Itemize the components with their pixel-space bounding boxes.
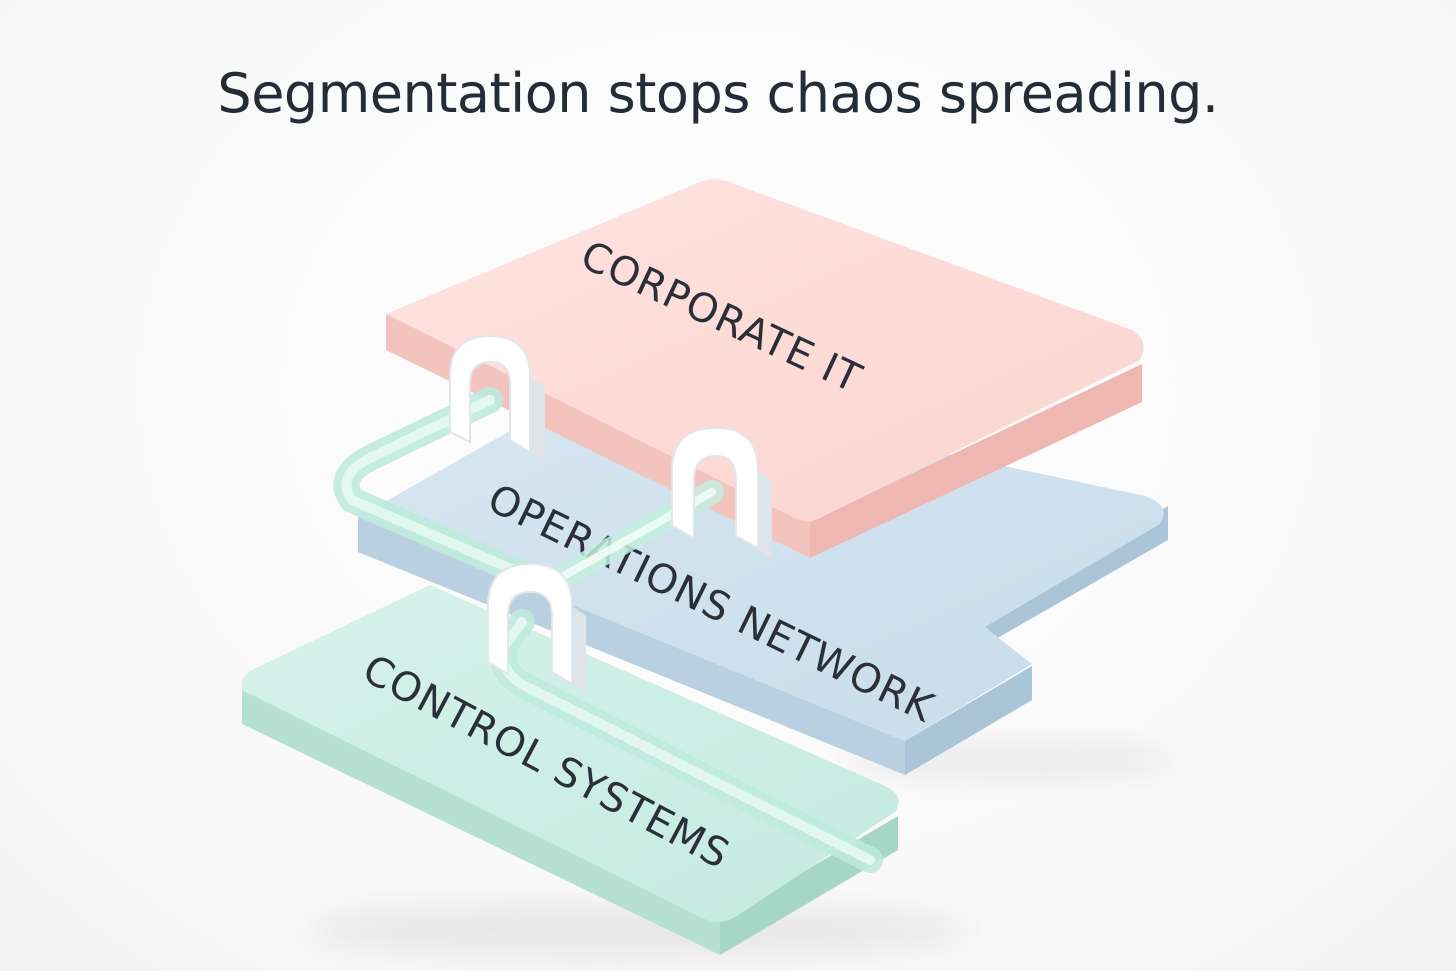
gate-side	[758, 470, 772, 558]
layer-side	[242, 690, 720, 955]
gate-corporate-left	[449, 334, 545, 462]
layer-top	[386, 179, 1144, 521]
diagram-title: Segmentation stops chaos spreading.	[217, 62, 1219, 125]
layer-side	[810, 364, 1142, 558]
ground-shadow	[310, 902, 970, 958]
connector-tube-highlight	[341, 395, 530, 580]
layer-side	[905, 666, 1032, 775]
layer-top	[241, 585, 899, 922]
gate-operations	[487, 562, 586, 694]
gate-side	[572, 606, 586, 694]
gate-corporate-right	[671, 426, 772, 558]
gate-side	[530, 376, 545, 462]
